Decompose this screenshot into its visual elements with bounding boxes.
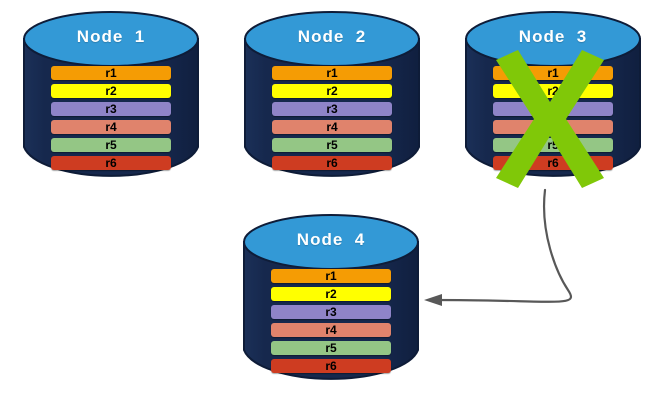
row-bar-r4: r4 <box>493 120 613 134</box>
row-bar-r6: r6 <box>51 156 171 170</box>
row-bar-r6: r6 <box>493 156 613 170</box>
row-list: r1 r2 r3 r4 r5 r6 <box>464 66 642 170</box>
row-bar-r2: r2 <box>271 287 391 301</box>
row-bar-r6: r6 <box>272 156 392 170</box>
row-bar-r2: r2 <box>51 84 171 98</box>
row-bar-r1: r1 <box>272 66 392 80</box>
row-bar-r5: r5 <box>51 138 171 152</box>
row-bar-r6: r6 <box>271 359 391 373</box>
row-list: r1 r2 r3 r4 r5 r6 <box>243 66 421 170</box>
row-bar-r3: r3 <box>51 102 171 116</box>
row-bar-r3: r3 <box>493 102 613 116</box>
row-bar-r5: r5 <box>272 138 392 152</box>
row-bar-r2: r2 <box>493 84 613 98</box>
row-bar-r5: r5 <box>271 341 391 355</box>
row-bar-r1: r1 <box>271 269 391 283</box>
row-list: r1 r2 r3 r4 r5 r6 <box>242 269 420 373</box>
row-list: r1 r2 r3 r4 r5 r6 <box>22 66 200 170</box>
row-bar-r4: r4 <box>51 120 171 134</box>
row-bar-r2: r2 <box>272 84 392 98</box>
row-bar-r1: r1 <box>493 66 613 80</box>
row-bar-r3: r3 <box>272 102 392 116</box>
row-bar-r4: r4 <box>271 323 391 337</box>
row-bar-r1: r1 <box>51 66 171 80</box>
row-bar-r5: r5 <box>493 138 613 152</box>
row-bar-r4: r4 <box>272 120 392 134</box>
row-bar-r3: r3 <box>271 305 391 319</box>
